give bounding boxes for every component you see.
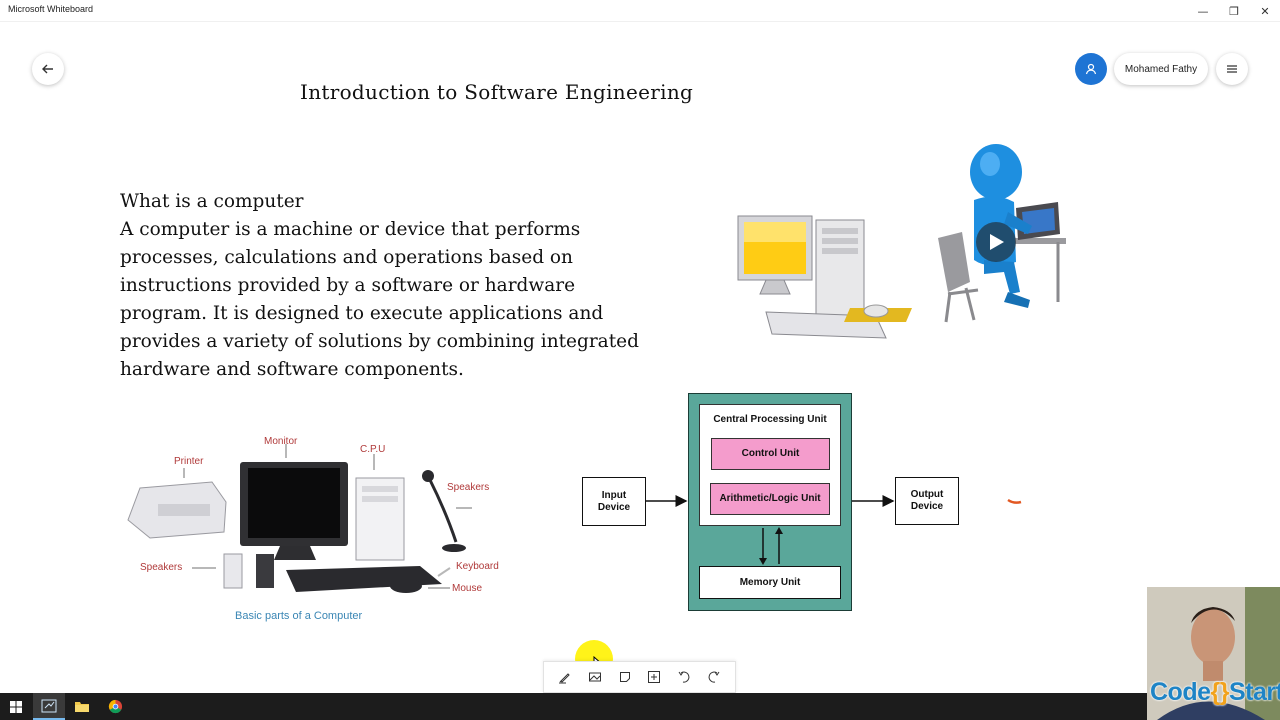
user-button[interactable] <box>1075 53 1107 85</box>
pen-icon <box>558 673 570 684</box>
restore-button[interactable]: ❐ <box>1219 0 1249 22</box>
add-icon <box>648 671 661 683</box>
desktop-computer-image[interactable] <box>736 212 916 346</box>
minimize-button[interactable]: — <box>1188 0 1218 22</box>
output-device-label: Output Device <box>910 489 944 512</box>
label-speakers-left: Speakers <box>140 562 183 573</box>
memory-unit-label: Memory Unit <box>739 576 801 588</box>
alu-label: Arithmetic/Logic Unit <box>719 493 821 504</box>
board-body-text[interactable]: A computer is a machine or device that p… <box>120 216 700 384</box>
logo-part2: Start <box>1228 678 1280 706</box>
whiteboard-app-icon <box>41 699 57 712</box>
memory-arrows <box>759 527 783 565</box>
sticky-note-button[interactable] <box>613 665 637 689</box>
close-button[interactable]: ✕ <box>1250 0 1280 22</box>
input-device-box[interactable]: Input Device <box>582 477 646 526</box>
back-arrow-icon <box>42 64 53 74</box>
close-icon: ✕ <box>1260 4 1270 18</box>
presenter-video <box>1147 587 1280 720</box>
windows-start-icon <box>10 700 22 713</box>
body-line: processes, calculations and operations b… <box>120 247 573 268</box>
undo-icon <box>678 671 690 683</box>
chrome-icon <box>108 699 122 714</box>
control-unit-box[interactable]: Control Unit <box>711 438 830 470</box>
label-speakers-right: Speakers <box>447 482 490 493</box>
add-content-button[interactable] <box>642 665 666 689</box>
ink-toolbar <box>543 661 736 693</box>
label-mouse: Mouse <box>452 583 483 594</box>
label-keyboard: Keyboard <box>456 561 499 572</box>
redo-button[interactable] <box>702 665 726 689</box>
control-unit-label: Control Unit <box>741 448 800 459</box>
menu-button[interactable] <box>1216 53 1248 85</box>
board-heading[interactable]: What is a computer <box>120 191 304 212</box>
output-device-box[interactable]: Output Device <box>895 477 959 525</box>
start-button[interactable] <box>0 693 32 720</box>
image-icon <box>588 672 601 682</box>
body-line: program. It is designed to execute appli… <box>120 303 604 324</box>
title-bar: Microsoft Whiteboard — ❐ ✕ <box>0 0 1280 22</box>
codestart-logo: Code{}Start <box>1150 678 1280 707</box>
memory-unit-box[interactable]: Memory Unit <box>699 566 841 599</box>
computer-parts-image[interactable]: Printer Monitor C.P.U Speakers Speakers … <box>120 430 520 630</box>
redo-icon <box>708 671 720 683</box>
undo-button[interactable] <box>672 665 696 689</box>
body-line: hardware and software components. <box>120 359 464 380</box>
parts-caption: Basic parts of a Computer <box>235 610 363 622</box>
back-button[interactable] <box>32 53 64 85</box>
insert-image-button[interactable] <box>583 665 607 689</box>
sticky-note-icon <box>619 672 630 682</box>
input-device-label: Input Device <box>597 489 631 513</box>
pen-tool-button[interactable] <box>553 665 577 689</box>
label-cpu: C.P.U <box>360 444 386 455</box>
webcam-overlay <box>1147 587 1280 720</box>
computer-parts-drawing <box>127 444 472 593</box>
logo-brace: {} <box>1210 678 1230 706</box>
windows-taskbar <box>0 693 1147 720</box>
body-line: provides a variety of solutions by combi… <box>120 331 639 352</box>
label-printer: Printer <box>174 456 204 467</box>
restore-icon: ❐ <box>1229 4 1239 18</box>
minimize-icon: — <box>1197 4 1209 18</box>
hamburger-menu-icon <box>1227 65 1237 73</box>
alu-box[interactable]: Arithmetic/Logic Unit <box>710 483 830 515</box>
taskbar-whiteboard-app[interactable] <box>33 693 65 720</box>
taskbar-chrome[interactable] <box>99 693 131 720</box>
person-icon <box>1085 63 1097 75</box>
body-line: instructions provided by a software or h… <box>120 275 576 296</box>
window-title: Microsoft Whiteboard <box>8 4 94 14</box>
file-explorer-icon <box>75 702 89 712</box>
user-name-button[interactable]: Mohamed Fathy <box>1114 53 1208 85</box>
body-line: A computer is a machine or device that p… <box>120 219 581 240</box>
taskbar-file-explorer[interactable] <box>66 693 98 720</box>
cpu-title: Central Processing Unit <box>713 414 827 425</box>
label-monitor: Monitor <box>264 436 298 447</box>
person-at-laptop-image[interactable] <box>918 142 1068 324</box>
logo-part1: Code <box>1150 678 1211 706</box>
user-name: Mohamed Fathy <box>1124 63 1198 75</box>
board-title[interactable]: Introduction to Software Engineering <box>300 80 694 104</box>
